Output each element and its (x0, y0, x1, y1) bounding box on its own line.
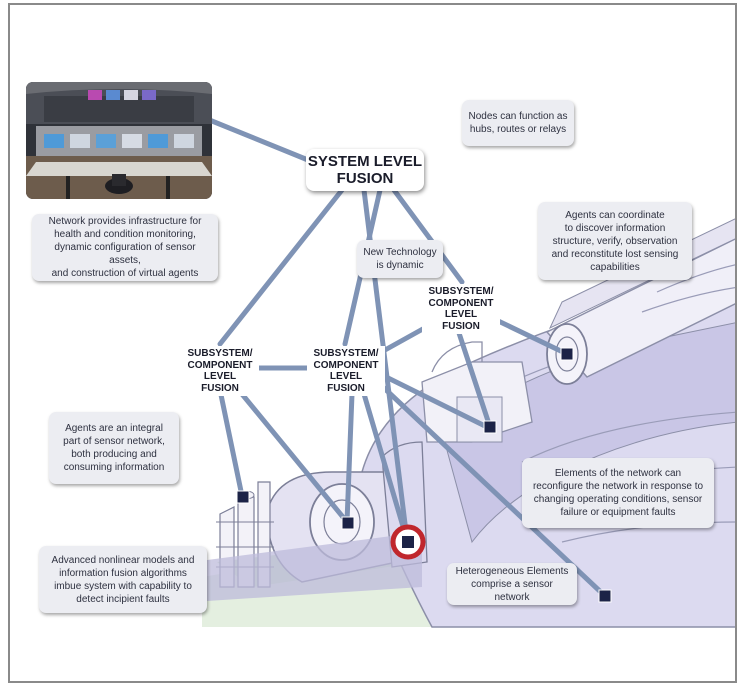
callout-new-tech-line1: New Technology (363, 247, 437, 258)
callout-network-line2: health and condition monitoring, (54, 229, 196, 240)
callout-agents-coordinate-line4: and reconstitute lost sensing (551, 248, 679, 260)
link-system-left (217, 187, 345, 347)
callout-agents-integral: Agents are an integral part of sensor ne… (49, 412, 179, 484)
callout-advanced-models: Advanced nonlinear models and informatio… (39, 546, 207, 613)
subsystem-left-line3: LEVEL FUSION (201, 371, 239, 394)
pipe-lines (641, 264, 735, 313)
link-center-red (361, 391, 410, 543)
sensor-node-auxiliary (236, 490, 250, 504)
link-center-node3 (377, 371, 490, 430)
subsystem-right-line1: SUBSYSTEM/ (428, 286, 494, 297)
callout-network-line1: Network provides infrastructure for (48, 216, 202, 227)
subsystem-fusion-center-label: SUBSYSTEM/ COMPONENT LEVEL FUSION (307, 346, 385, 396)
sensor-nodes (236, 347, 612, 603)
system-level-line2: FUSION (336, 170, 394, 187)
callout-elements-reconfigure: Elements of the network can reconfigure … (522, 458, 714, 528)
callout-nodes: Nodes can function as hubs, routes or re… (462, 100, 574, 146)
callout-elements-line4: failure or equipment faults (560, 507, 676, 518)
sensor-node-housing (483, 420, 497, 434)
callout-agents-coordinate-line1: Agents can coordinate (565, 209, 665, 221)
callout-network-line4: and construction of virtual agents (51, 268, 199, 279)
callout-advanced-line3: imbue system with capability to (54, 580, 192, 592)
link-center-node5 (381, 385, 608, 599)
subsystem-fusion-left-label: SUBSYSTEM/ COMPONENT LEVEL FUSION (181, 346, 259, 396)
subsystem-center-line2: COMPONENT (313, 359, 379, 371)
subsystem-left-line2: COMPONENT (187, 359, 253, 371)
callout-agents-integral-line4: consuming information (63, 462, 165, 473)
link-left-node1 (217, 387, 245, 499)
subsystem-right-line3: LEVEL FUSION (442, 309, 480, 332)
callout-heterogeneous-line2: comprise a sensor network (471, 578, 553, 603)
callout-elements-line2: reconfigure the network in response to (532, 481, 704, 492)
callout-advanced-line2: information fusion algorithms (59, 567, 187, 579)
subsystem-center-line3: LEVEL FUSION (327, 371, 365, 394)
subsystem-fusion-right-label: SUBSYSTEM/ COMPONENT LEVEL FUSION (422, 284, 500, 334)
callout-network-line3: dynamic configuration of sensor assets, (54, 242, 196, 266)
link-system-right (391, 187, 465, 285)
link-photo-system (204, 116, 311, 163)
callout-heterogeneous: Heterogeneous Elements comprise a sensor… (447, 563, 577, 605)
callout-elements-line1: Elements of the network can (554, 468, 682, 479)
system-level-line1: SYSTEM LEVEL (307, 152, 423, 170)
control-room-image (26, 82, 212, 199)
callout-nodes-line2: hubs, routes or relays (469, 124, 567, 135)
callout-shadow-band (192, 532, 422, 602)
turbine-shell-shade (441, 322, 735, 544)
callout-elements-line3: changing operating conditions, sensor (533, 494, 703, 505)
link-right-node4 (489, 315, 570, 357)
callout-advanced-line1: Advanced nonlinear models and (51, 554, 195, 566)
system-level-fusion-label: SYSTEM LEVEL FUSION (306, 149, 424, 191)
pipe-flange-inner (555, 336, 579, 372)
subsystem-center-line1: SUBSYSTEM/ (313, 348, 379, 359)
sensor-node-turbine (598, 589, 612, 603)
callout-new-tech-line2: is dynamic (376, 260, 424, 271)
callout-new-technology: New Technology is dynamic (357, 240, 443, 278)
callout-agents-integral-line1: Agents are an integral (65, 423, 163, 434)
callout-agents-integral-line3: both producing and (71, 449, 157, 460)
link-center-node2 (344, 391, 355, 525)
callout-agents-coordinate-line5: capabilities (590, 261, 640, 273)
callout-nodes-line1: Nodes can function as (468, 111, 568, 122)
callout-agents-coordinate-line2: to discover information (564, 222, 666, 234)
callout-agents-integral-line2: part of sensor network, (63, 436, 165, 447)
mid-box (456, 396, 503, 443)
sensor-node-generator (341, 516, 355, 530)
highlighted-sensor-node (402, 536, 414, 548)
sensor-node-pipe (560, 347, 574, 361)
link-left-node2 (234, 385, 350, 525)
mid-housing-cap (431, 341, 483, 373)
link-right-node3 (454, 324, 493, 430)
callout-agents-coordinate: Agents can coordinate to discover inform… (538, 202, 692, 280)
callout-agents-coordinate-line3: structure, verify, observation (552, 235, 678, 247)
subsystem-right-line2: COMPONENT (428, 297, 494, 309)
callout-advanced-line4: detect incipient faults (76, 593, 170, 605)
callout-network-infrastructure: Network provides infrastructure for heal… (32, 214, 218, 281)
subsystem-left-line1: SUBSYSTEM/ (187, 348, 253, 359)
callout-heterogeneous-line1: Heterogeneous Elements (455, 565, 569, 577)
diagram-frame: SYSTEM LEVEL FUSION SUBSYSTEM/ COMPONENT… (8, 3, 737, 683)
